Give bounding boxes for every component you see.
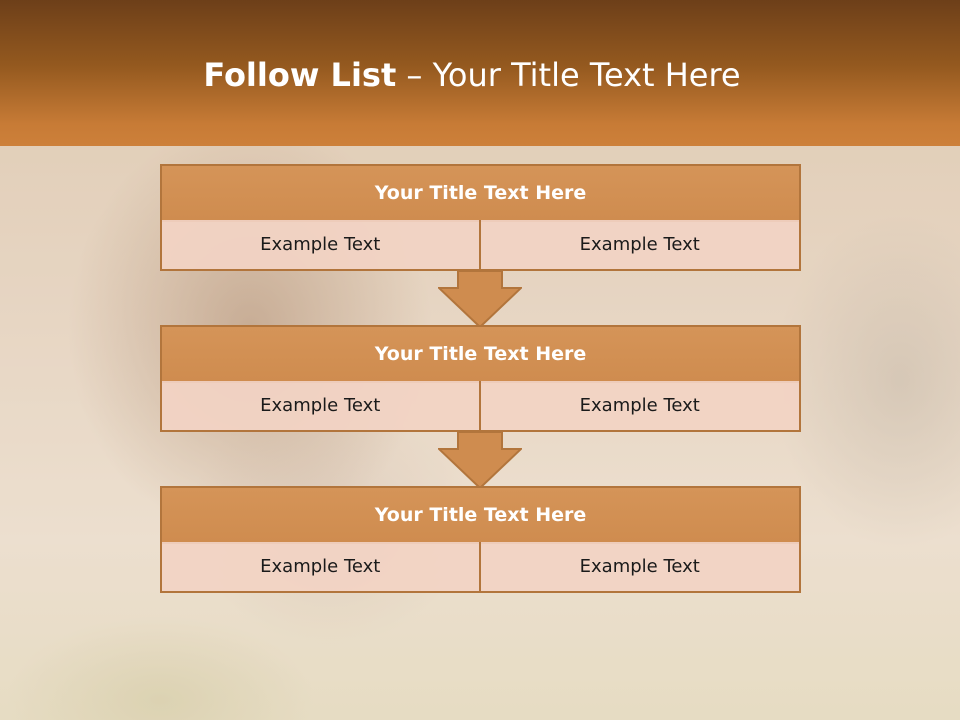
header-band: Follow List – Your Title Text Here <box>0 0 960 146</box>
down-arrow-icon <box>438 431 522 489</box>
block-title: Your Title Text Here <box>160 325 801 383</box>
block-cell-left: Example Text <box>160 220 481 271</box>
slide-title-bold: Follow List <box>203 56 397 94</box>
slide-title: Follow List – Your Title Text Here <box>0 56 944 94</box>
block-cell-right: Example Text <box>480 381 801 432</box>
down-arrow-icon <box>438 270 522 328</box>
block-row: Example Text Example Text <box>160 381 801 432</box>
slide-title-rest: – Your Title Text Here <box>396 56 741 94</box>
block-title: Your Title Text Here <box>160 486 801 544</box>
list-block-1: Your Title Text Here Example Text Exampl… <box>160 164 801 271</box>
block-cell-left: Example Text <box>160 542 481 593</box>
list-block-3: Your Title Text Here Example Text Exampl… <box>160 486 801 593</box>
block-cell-right: Example Text <box>480 220 801 271</box>
block-row: Example Text Example Text <box>160 542 801 593</box>
block-cell-left: Example Text <box>160 381 481 432</box>
block-row: Example Text Example Text <box>160 220 801 271</box>
block-cell-right: Example Text <box>480 542 801 593</box>
list-block-2: Your Title Text Here Example Text Exampl… <box>160 325 801 432</box>
block-title: Your Title Text Here <box>160 164 801 222</box>
